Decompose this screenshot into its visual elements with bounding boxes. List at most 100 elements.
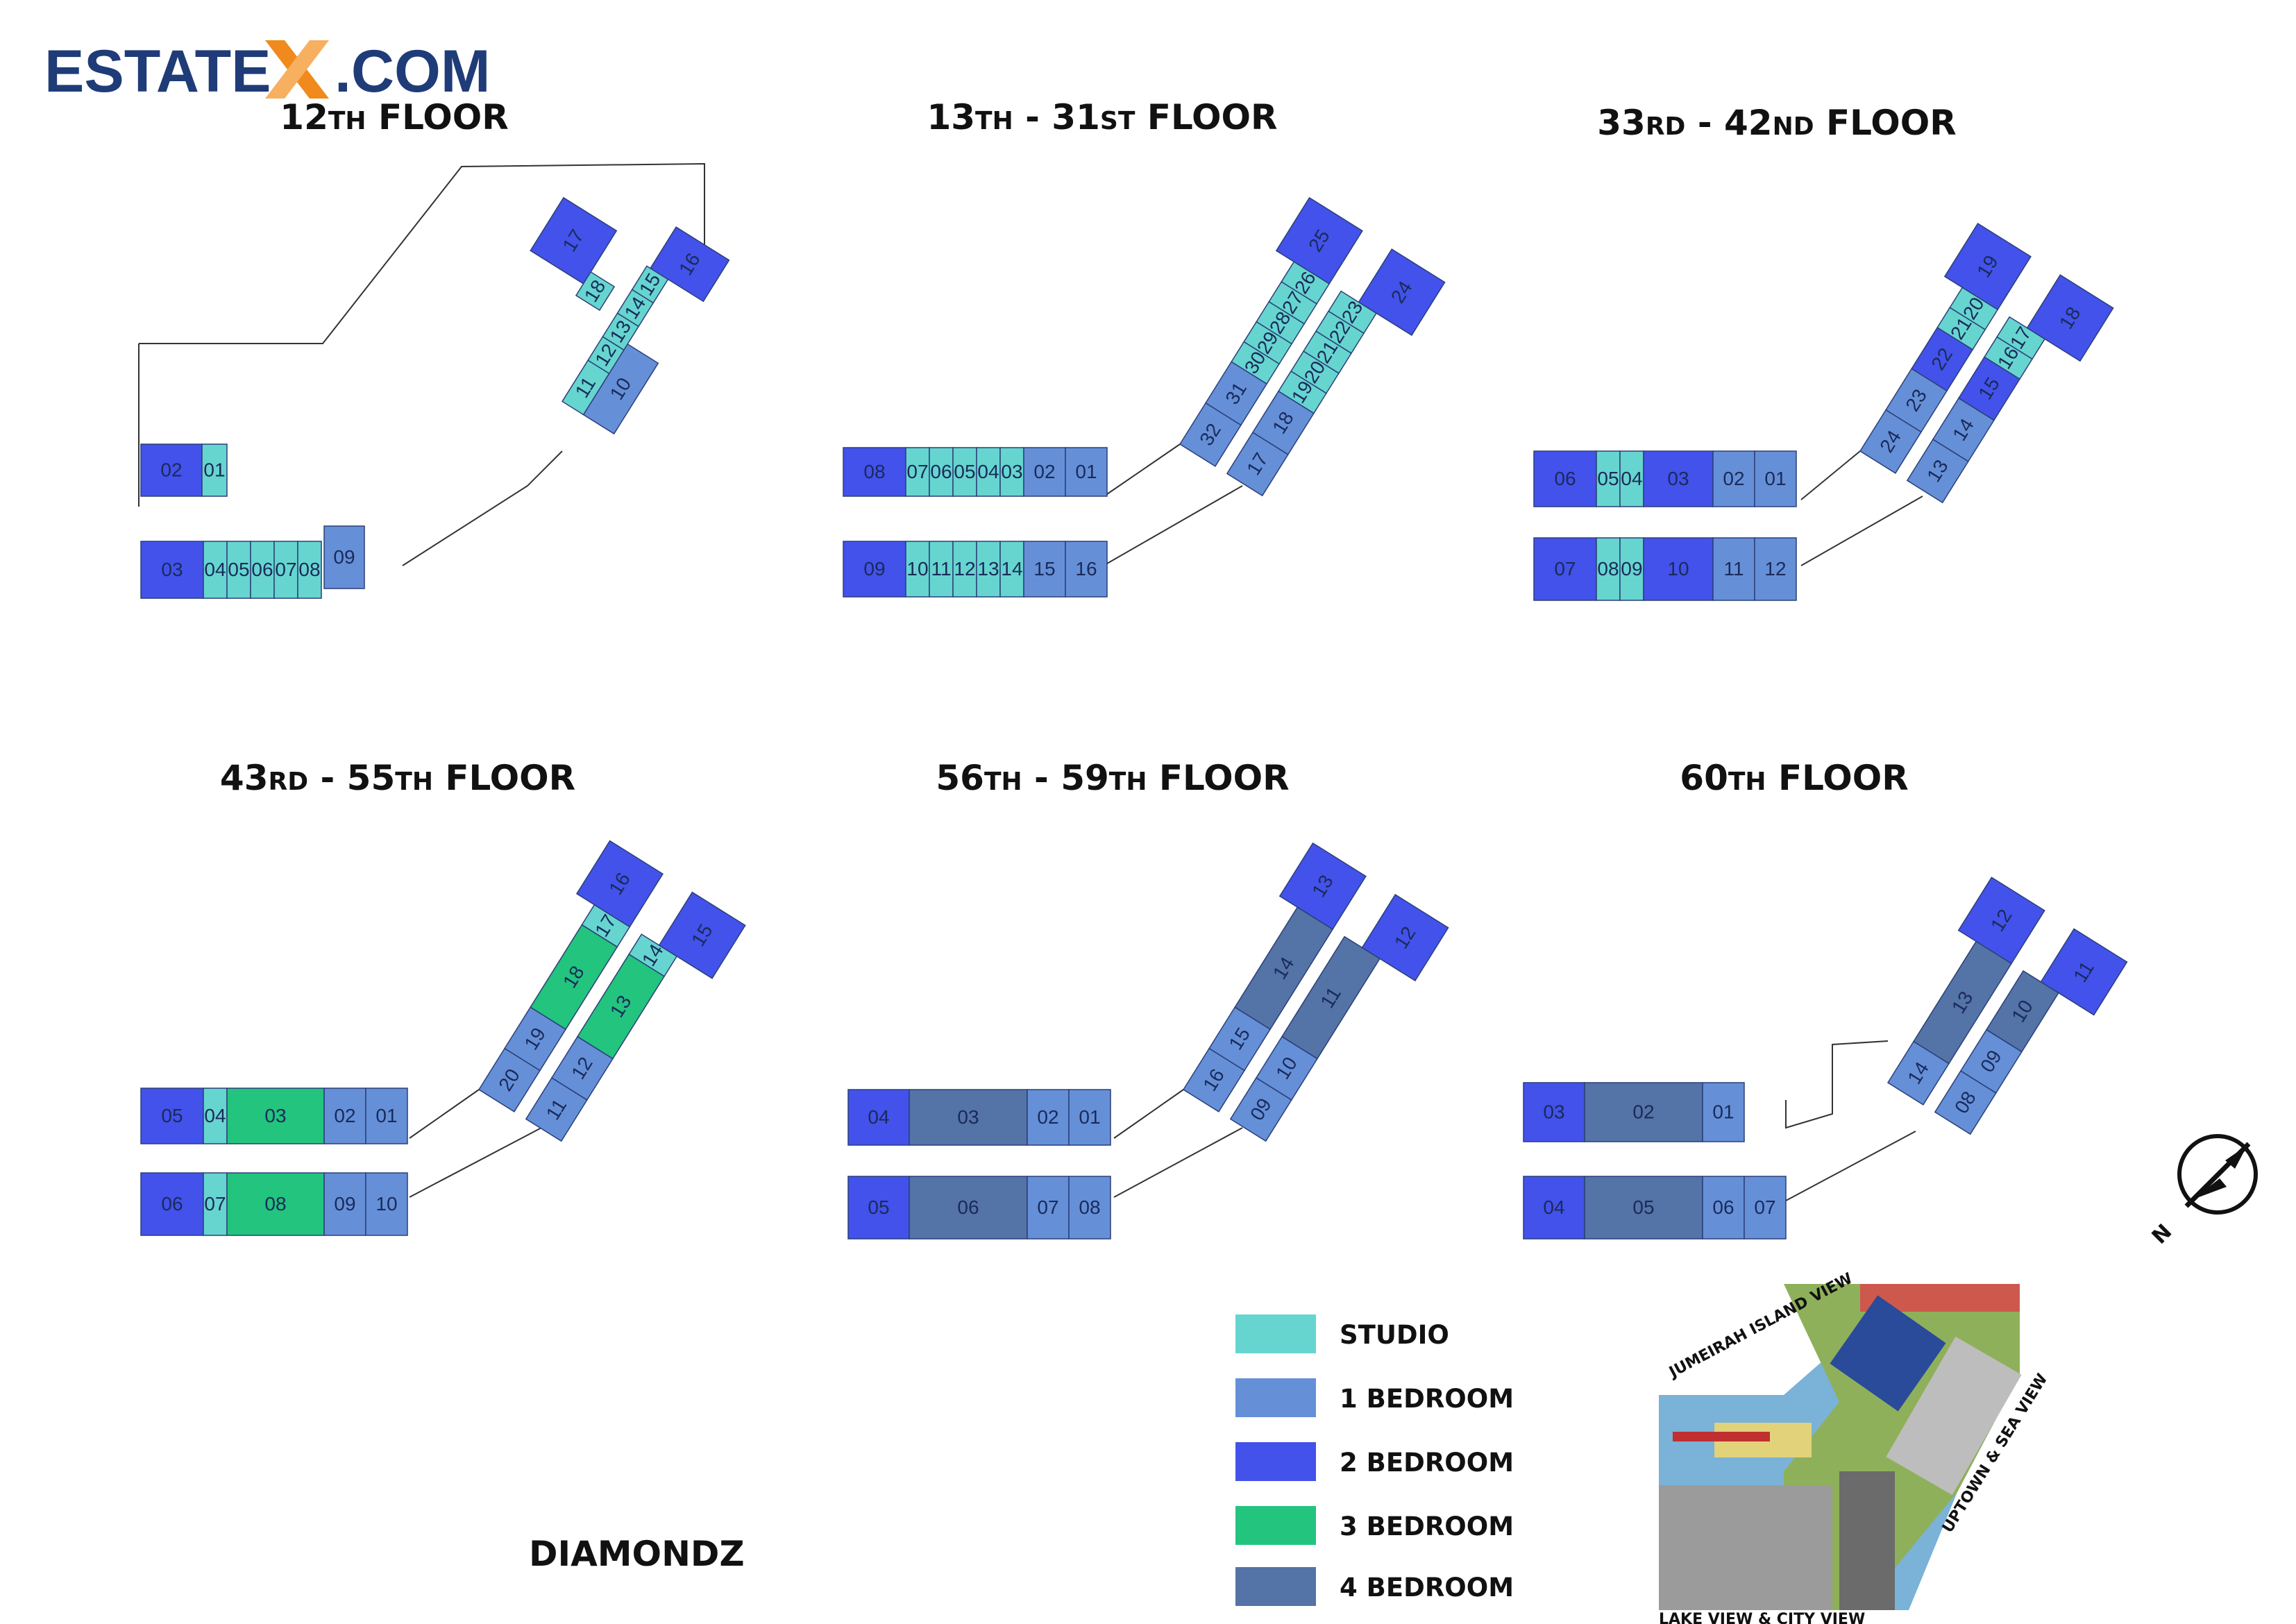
unit-f43-15: 15 <box>658 891 746 979</box>
unit-f60-06: 06 <box>1702 1176 1745 1240</box>
unit-f13-06: 06 <box>929 447 954 497</box>
unit-f56-07: 07 <box>1027 1176 1070 1240</box>
unit-number: 06 <box>957 1196 979 1218</box>
unit-f43-04: 04 <box>203 1088 228 1144</box>
unit-f13-13: 13 <box>976 541 1001 598</box>
unit-number: 08 <box>1079 1196 1100 1218</box>
unit-f12-08: 08 <box>297 541 322 599</box>
unit-number: 04 <box>204 1105 226 1126</box>
unit-f33-03: 03 <box>1643 450 1714 507</box>
unit-f12-16: 16 <box>649 226 730 303</box>
unit-f13-25: 25 <box>1275 196 1363 285</box>
unit-number: 06 <box>251 559 273 580</box>
unit-f12-09: 09 <box>323 525 365 589</box>
unit-f43-05: 05 <box>140 1088 204 1144</box>
unit-number: 05 <box>1597 468 1619 489</box>
unit-f13-18: 18 <box>1251 390 1315 455</box>
unit-number: 05 <box>1632 1196 1654 1218</box>
legend-swatch-studio <box>1235 1314 1316 1353</box>
unit-f13-09: 09 <box>843 541 906 598</box>
unit-number: 15 <box>1033 558 1055 580</box>
unit-f13-14: 14 <box>999 541 1024 598</box>
unit-f13-11: 11 <box>929 541 954 598</box>
unit-f12-17: 17 <box>530 196 618 285</box>
legend-label-3-bedroom: 3 BEDROOM <box>1340 1512 1514 1541</box>
unit-number: 03 <box>1001 461 1022 482</box>
unit-f43-10: 10 <box>365 1172 408 1236</box>
unit-f56-03: 03 <box>909 1089 1028 1146</box>
unit-number: 08 <box>863 461 885 482</box>
unit-number: 02 <box>334 1105 355 1126</box>
unit-f13-15: 15 <box>1023 541 1066 598</box>
unit-number: 10 <box>1667 558 1689 580</box>
unit-f43-01: 01 <box>365 1088 408 1144</box>
unit-number: 02 <box>1723 468 1744 489</box>
floor-title-56-59: 56TH - 59TH FLOOR <box>936 758 1290 798</box>
unit-f56-14: 14 <box>1234 906 1334 1031</box>
unit-number: 08 <box>298 559 320 580</box>
unit-f56-09: 09 <box>1229 1076 1292 1142</box>
legend-label-4-bedroom: 4 BEDROOM <box>1340 1573 1514 1602</box>
unit-f43-12: 12 <box>550 1035 614 1101</box>
unit-f56-04: 04 <box>847 1089 910 1146</box>
legend-swatch-4-bedroom <box>1235 1567 1316 1606</box>
unit-f56-16: 16 <box>1182 1047 1246 1113</box>
unit-number: 07 <box>906 461 928 482</box>
unit-f60-10: 10 <box>1985 970 2059 1053</box>
unit-f33-18: 18 <box>2026 274 2114 362</box>
unit-number: 07 <box>1037 1196 1058 1218</box>
unit-f60-07: 07 <box>1744 1176 1787 1240</box>
unit-number: 04 <box>1621 468 1642 489</box>
unit-f43-16: 16 <box>575 840 664 928</box>
unit-f56-13: 13 <box>1278 842 1367 930</box>
site-plan-aerial: JUMEIRAH ISLAND VIEW UPTOWN & SEA VIEW L… <box>1659 1270 2051 1624</box>
unit-number: 06 <box>1712 1196 1734 1218</box>
unit-number: 03 <box>1543 1101 1564 1123</box>
unit-f12-10: 10 <box>582 343 659 435</box>
unit-f43-06: 06 <box>140 1172 204 1236</box>
unit-number: 11 <box>1723 558 1744 580</box>
unit-f56-02: 02 <box>1027 1089 1070 1146</box>
unit-f60-01: 01 <box>1702 1082 1745 1142</box>
unit-number: 05 <box>161 1105 183 1126</box>
legend-swatch-1-bedroom <box>1235 1378 1316 1417</box>
unit-f43-07: 07 <box>203 1172 228 1236</box>
project-name: DIAMONDZ <box>529 1534 745 1574</box>
unit-f12-06: 06 <box>250 541 275 599</box>
floor-title-13-31: 13TH - 31ST FLOOR <box>927 97 1278 137</box>
unit-f13-01: 01 <box>1065 447 1108 497</box>
unit-f12-04: 04 <box>203 541 228 599</box>
unit-number: 01 <box>1764 468 1786 489</box>
unit-f43-08: 08 <box>226 1172 325 1236</box>
unit-f13-02: 02 <box>1023 447 1066 497</box>
unit-f13-03: 03 <box>999 447 1024 497</box>
unit-f13-16: 16 <box>1065 541 1108 598</box>
unit-f33-11: 11 <box>1712 537 1755 601</box>
unit-f33-10: 10 <box>1643 537 1714 601</box>
unit-f60-11: 11 <box>2040 928 2128 1016</box>
legend-swatch-3-bedroom <box>1235 1506 1316 1545</box>
unit-f43-13: 13 <box>576 953 666 1060</box>
unit-number: 05 <box>228 559 249 580</box>
unit-number: 03 <box>1667 468 1689 489</box>
unit-f33-01: 01 <box>1754 450 1797 507</box>
unit-number: 04 <box>868 1106 889 1128</box>
unit-f60-08: 08 <box>1934 1069 1997 1135</box>
unit-number: 08 <box>264 1193 286 1215</box>
floor-title-33-42: 33RD - 42ND FLOOR <box>1597 103 1957 143</box>
unit-f13-17: 17 <box>1226 431 1289 497</box>
unit-number: 01 <box>1712 1101 1734 1123</box>
unit-f13-24: 24 <box>1358 248 1446 337</box>
north-compass-icon: N <box>2147 1134 2258 1249</box>
logo-text-left: ESTATE <box>44 38 271 104</box>
unit-number: 01 <box>1075 461 1097 482</box>
unit-number: 03 <box>264 1105 286 1126</box>
compass-north-label: N <box>2147 1219 2177 1249</box>
unit-f33-23: 23 <box>1885 368 1948 433</box>
unit-f60-05: 05 <box>1584 1176 1703 1240</box>
unit-f60-04: 04 <box>1523 1176 1585 1240</box>
unit-f12-07: 07 <box>273 541 298 599</box>
unit-f60-12: 12 <box>1957 877 2045 965</box>
unit-f33-05: 05 <box>1596 450 1621 507</box>
unit-f12-02: 02 <box>140 443 203 497</box>
